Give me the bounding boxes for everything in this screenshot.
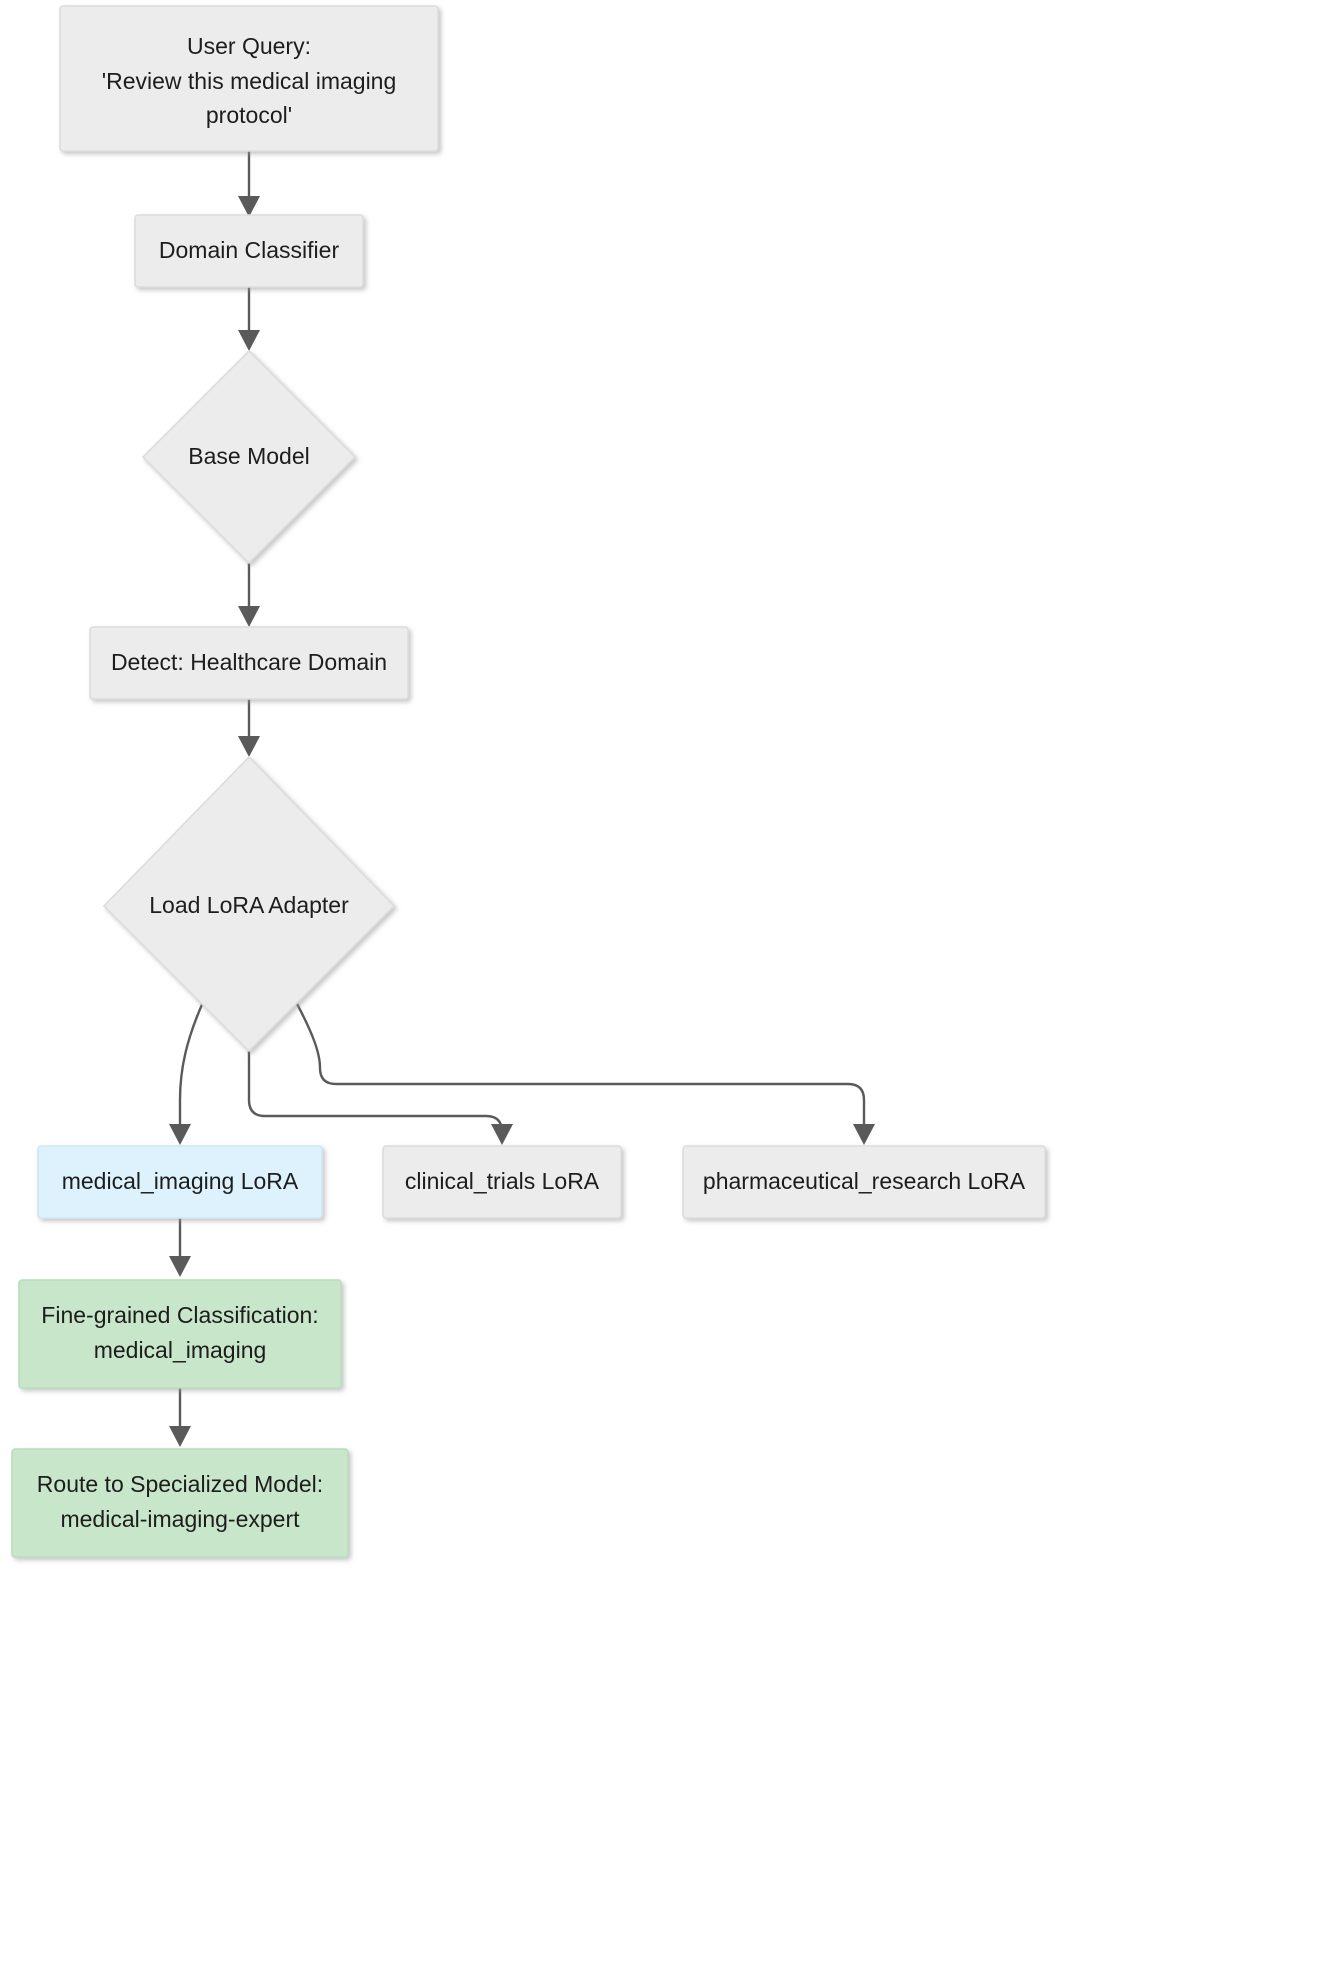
node-medical-imaging-lora[interactable]: medical_imaging LoRA [37,1145,323,1219]
pharmaceutical-research-lora-box[interactable] [682,1145,1046,1219]
route-specialized-model-box[interactable] [11,1448,349,1558]
node-fine-grained-classification[interactable]: Fine-grained Classification: medical_ima… [18,1279,342,1389]
edge-load-lora-to-pharmaceutical-research [293,999,875,1145]
clinical-trials-lora-box[interactable] [382,1145,622,1219]
medical-imaging-lora-box[interactable] [37,1145,323,1219]
node-pharmaceutical-research-lora[interactable]: pharmaceutical_research LoRA [682,1145,1046,1219]
node-base-model[interactable]: Base Model [141,349,357,565]
detect-healthcare-box[interactable] [89,626,409,700]
edge-domain-classifier-to-base-model [238,287,260,351]
domain-classifier-box[interactable] [134,214,364,288]
edge-fine-grained-to-route-specialized [169,1388,191,1447]
edge-medical-imaging-to-fine-grained [169,1218,191,1277]
fine-grained-classification-box[interactable] [18,1279,342,1389]
node-detect-healthcare[interactable]: Detect: Healthcare Domain [89,626,409,700]
node-route-specialized-model[interactable]: Route to Specialized Model: medical-imag… [11,1448,349,1558]
user-query-box[interactable] [59,5,439,152]
edge-layer [169,151,875,1447]
edge-load-lora-to-clinical-trials [247,1051,513,1145]
edge-detect-healthcare-to-load-lora-adapter [238,698,260,757]
edge-load-lora-to-medical-imaging [169,999,206,1145]
edge-base-model-to-detect-healthcare [238,563,260,627]
base-model-diamond[interactable] [141,349,357,565]
node-load-lora-adapter[interactable]: Load LoRA Adapter [102,755,396,1053]
node-layer: User Query: 'Review this medical imaging… [11,5,1046,1558]
node-user-query[interactable]: User Query: 'Review this medical imaging… [59,5,439,152]
node-clinical-trials-lora[interactable]: clinical_trials LoRA [382,1145,622,1219]
load-lora-adapter-diamond[interactable] [102,755,396,1053]
node-domain-classifier[interactable]: Domain Classifier [134,214,364,288]
edge-user-query-to-domain-classifier [238,151,260,217]
